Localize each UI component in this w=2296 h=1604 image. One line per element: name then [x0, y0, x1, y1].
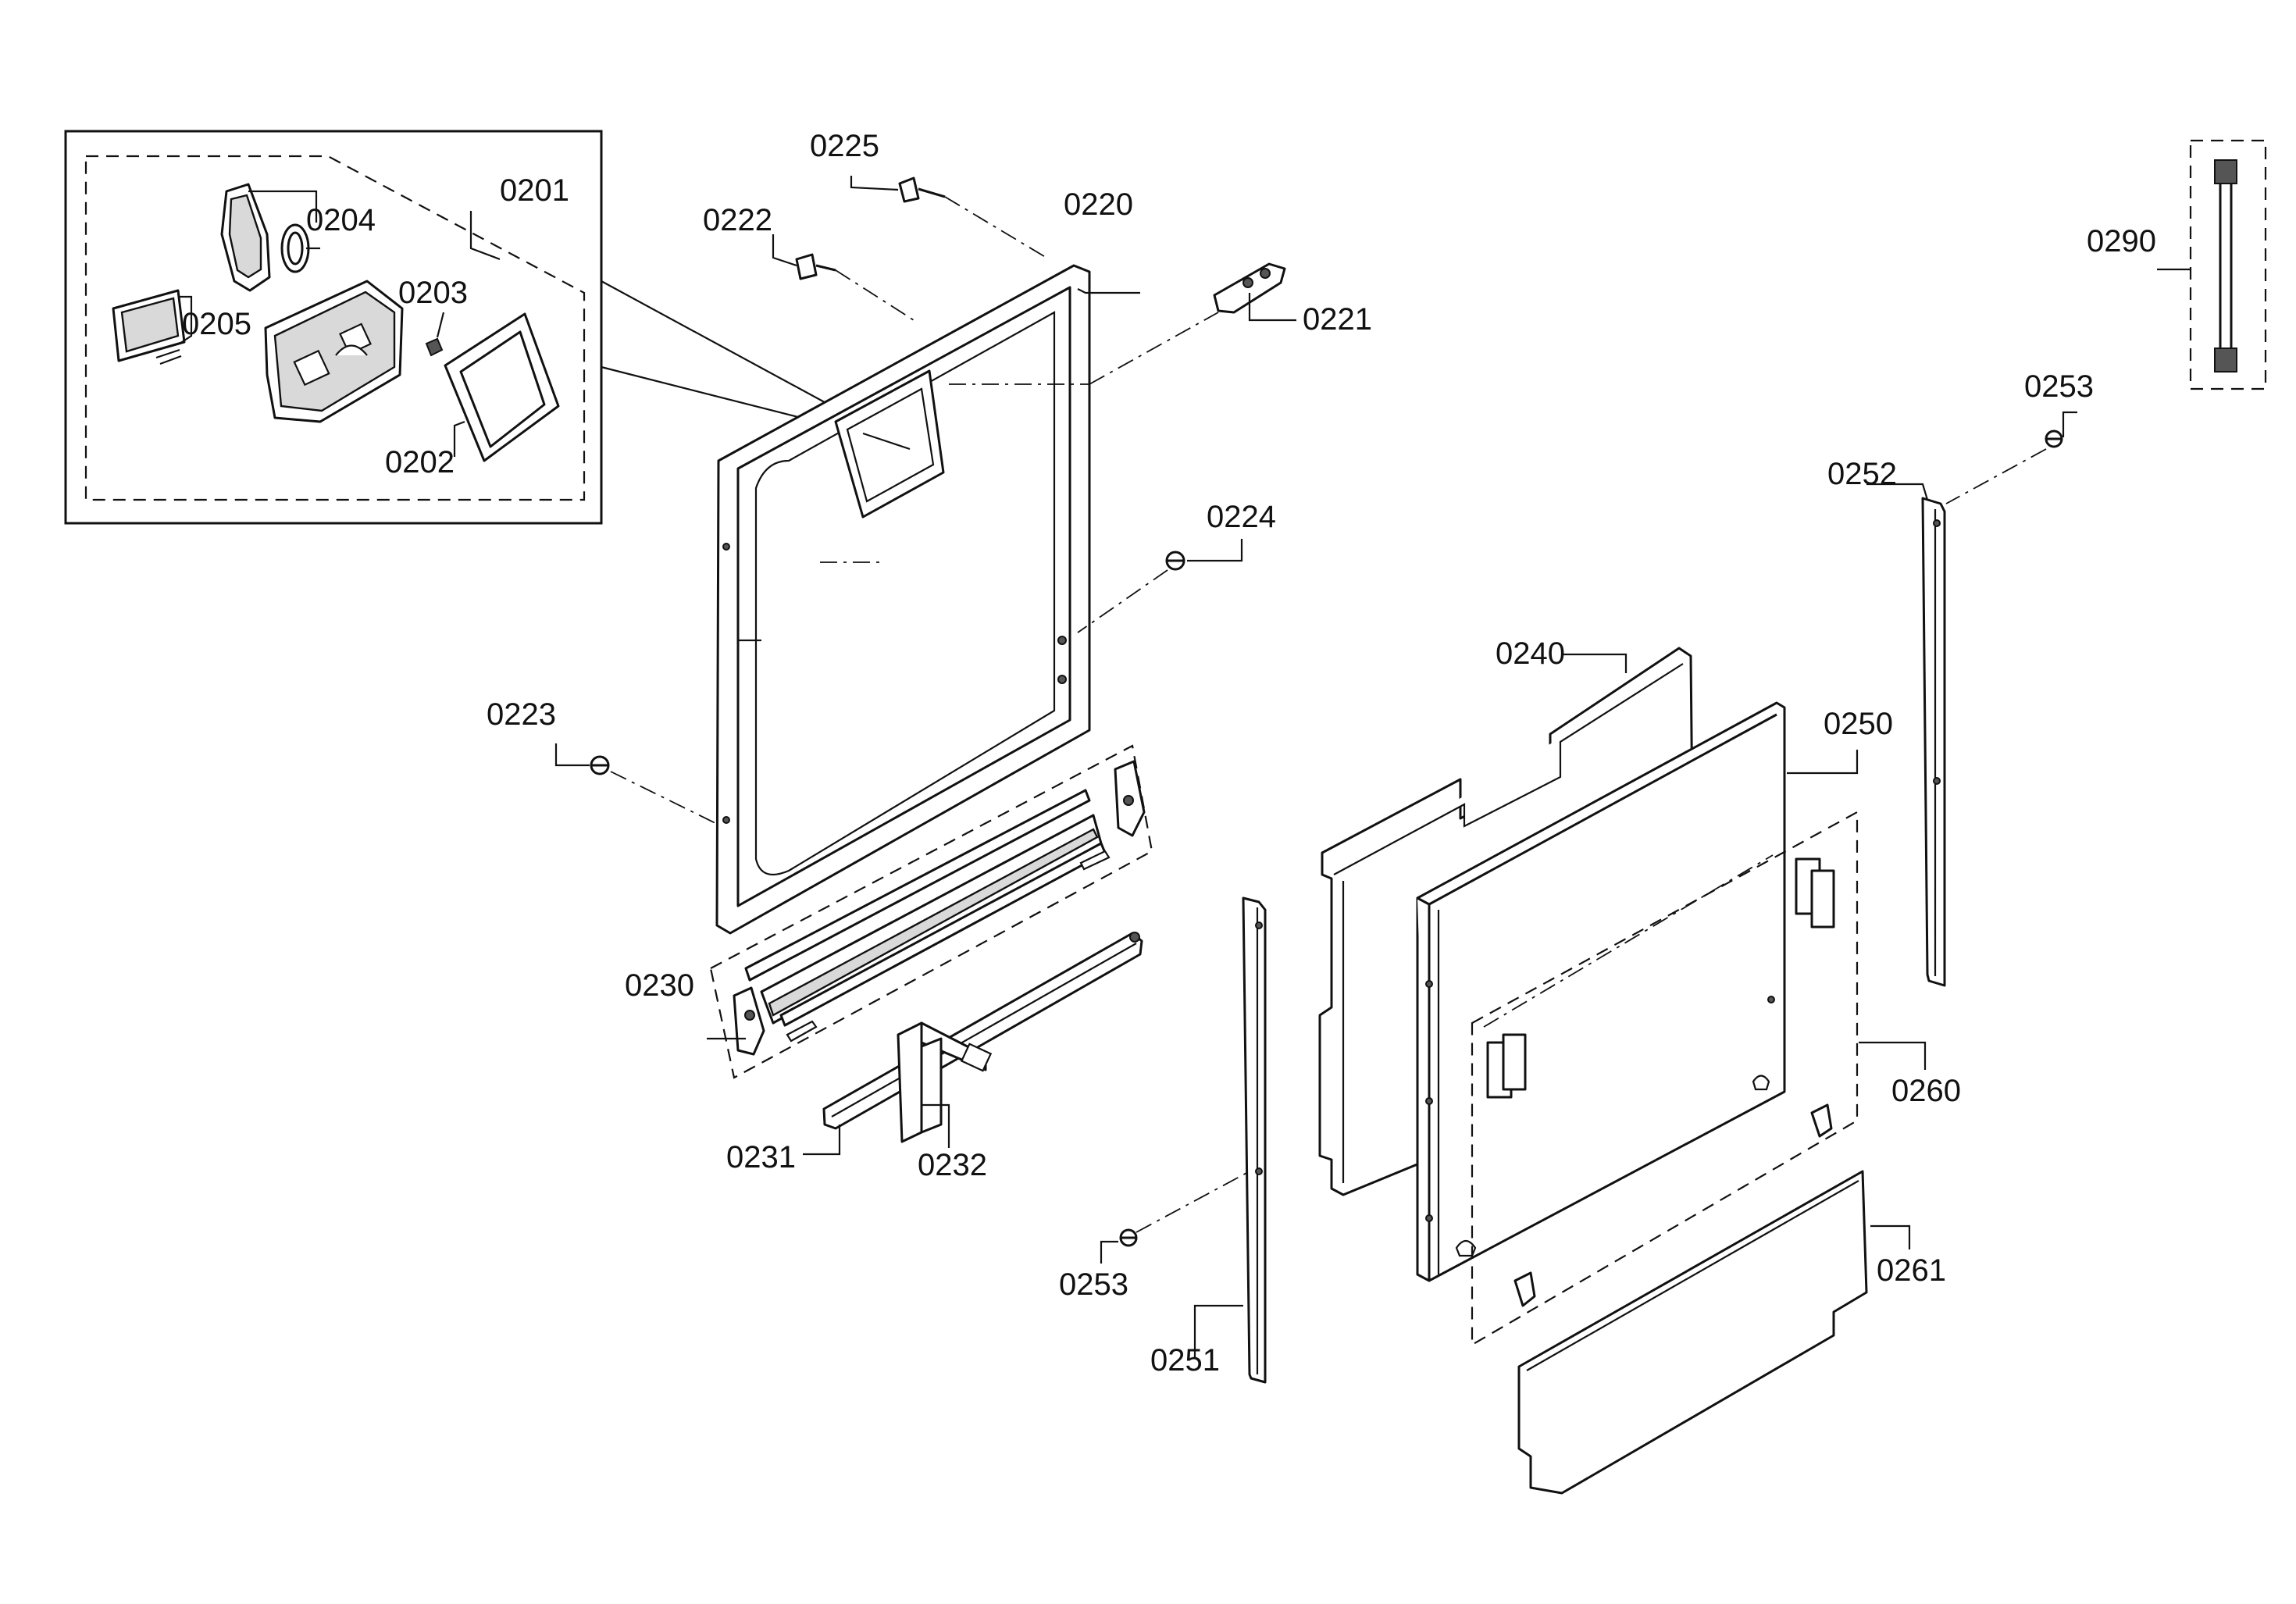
leader-0224	[1187, 539, 1243, 562]
leader-0252	[1866, 483, 1929, 501]
part-0290-kit[interactable]	[2189, 139, 2267, 390]
label-0222: 0222	[703, 203, 772, 237]
leader-0220	[1077, 288, 1140, 294]
kit-0260-block-left-2	[1502, 1033, 1527, 1091]
part-0225-screw[interactable]	[898, 176, 946, 203]
label-0202: 0202	[385, 445, 455, 479]
label-0252: 0252	[1827, 457, 1897, 491]
rail-group-dashed-outline	[709, 744, 1153, 1079]
label-0231: 0231	[726, 1140, 796, 1174]
label-0250: 0250	[1824, 707, 1893, 741]
leader-0221	[1248, 293, 1296, 322]
leader-0253-right	[2062, 411, 2077, 437]
part-0221-hook[interactable]	[1213, 262, 1286, 314]
label-0223: 0223	[487, 697, 556, 732]
leader-0251	[1193, 1304, 1243, 1359]
label-0204: 0204	[306, 203, 376, 237]
leader-0203	[436, 312, 445, 338]
part-0230-rail-group[interactable]	[709, 744, 1153, 1079]
leader-0204	[248, 190, 318, 223]
leader-0225	[850, 176, 899, 191]
inset-dashed-group	[84, 155, 586, 501]
label-0232: 0232	[918, 1148, 987, 1182]
axis-0224	[1077, 569, 1168, 633]
leader-0222	[772, 234, 797, 267]
label-0205: 0205	[182, 307, 251, 341]
part-0252-side-trim[interactable]	[1921, 497, 1946, 987]
inset-callout-line-2	[601, 365, 832, 427]
label-0260: 0260	[1891, 1074, 1961, 1108]
part-0253-screw-right[interactable]	[2045, 430, 2063, 448]
dispenser-body[interactable]	[264, 280, 404, 423]
part-0232-bracket[interactable]	[897, 1021, 993, 1143]
dispenser-inset: 0201 0202 0203 0204 0205	[64, 130, 832, 525]
label-0224: 0224	[1207, 500, 1276, 534]
leader-0250	[1787, 750, 1859, 775]
part-0220-inner-door[interactable]	[715, 264, 1091, 935]
axis-0260	[1483, 854, 1774, 1028]
leader-0253-left	[1100, 1240, 1118, 1264]
label-0230: 0230	[625, 968, 694, 1003]
label-0225: 0225	[810, 129, 879, 163]
leader-0260	[1859, 1041, 1927, 1070]
part-0250-outer-panel[interactable]	[1416, 701, 1786, 1282]
part-0253-screw-left[interactable]	[1119, 1228, 1138, 1247]
part-0251-side-trim[interactable]	[1242, 896, 1267, 1384]
part-0205-cover[interactable]	[112, 289, 186, 365]
kit-0260-clip-left	[1513, 1271, 1536, 1307]
leader-0232	[922, 1103, 950, 1148]
label-0253-left: 0253	[1059, 1267, 1128, 1302]
label-0251: 0251	[1150, 1343, 1220, 1378]
part-0224-screw[interactable]	[1165, 551, 1185, 571]
kit-0260-clip-right	[1810, 1103, 1833, 1138]
axis-0253-left	[1136, 1171, 1250, 1233]
leader-0205	[178, 295, 193, 344]
part-0223-screw[interactable]	[590, 755, 610, 775]
leader-0202	[453, 420, 465, 457]
kit-0290-connector-bottom	[2214, 348, 2237, 372]
kit-0290-connector-top	[2214, 159, 2237, 184]
label-0201: 0201	[500, 173, 569, 208]
axis-0223	[610, 771, 718, 825]
leader-0231	[803, 1125, 841, 1156]
label-0203: 0203	[398, 276, 468, 310]
label-0221: 0221	[1303, 302, 1372, 337]
label-0253-right: 0253	[2024, 369, 2094, 404]
label-0220: 0220	[1064, 187, 1133, 222]
label-0261: 0261	[1877, 1253, 1946, 1288]
label-0240: 0240	[1496, 636, 1565, 671]
leader-0201	[469, 211, 501, 261]
leader-0240	[1562, 653, 1628, 673]
axis-line-0221b	[1089, 312, 1219, 385]
part-0202-gasket[interactable]	[444, 312, 560, 462]
leader-0261	[1870, 1224, 1911, 1249]
inset-callout-line-1	[601, 280, 832, 407]
axis-0225	[944, 196, 1047, 258]
inset-frame	[64, 130, 603, 525]
label-0290: 0290	[2087, 224, 2156, 258]
part-0261-kick-plate[interactable]	[1517, 1170, 1868, 1495]
part-0260-kit[interactable]	[1471, 811, 1859, 1346]
kit-0260-dashed-outline	[1471, 811, 1859, 1346]
leader-0223	[554, 743, 590, 767]
part-0203-seal[interactable]	[425, 337, 444, 357]
axis-0253-right	[1945, 448, 2047, 504]
axis-0222	[835, 269, 914, 321]
part-0204-ring-inner	[287, 231, 304, 266]
part-0204-latch[interactable]	[220, 183, 271, 292]
kit-0260-block-right-2	[1810, 869, 1835, 929]
part-0222-screw[interactable]	[795, 253, 836, 280]
